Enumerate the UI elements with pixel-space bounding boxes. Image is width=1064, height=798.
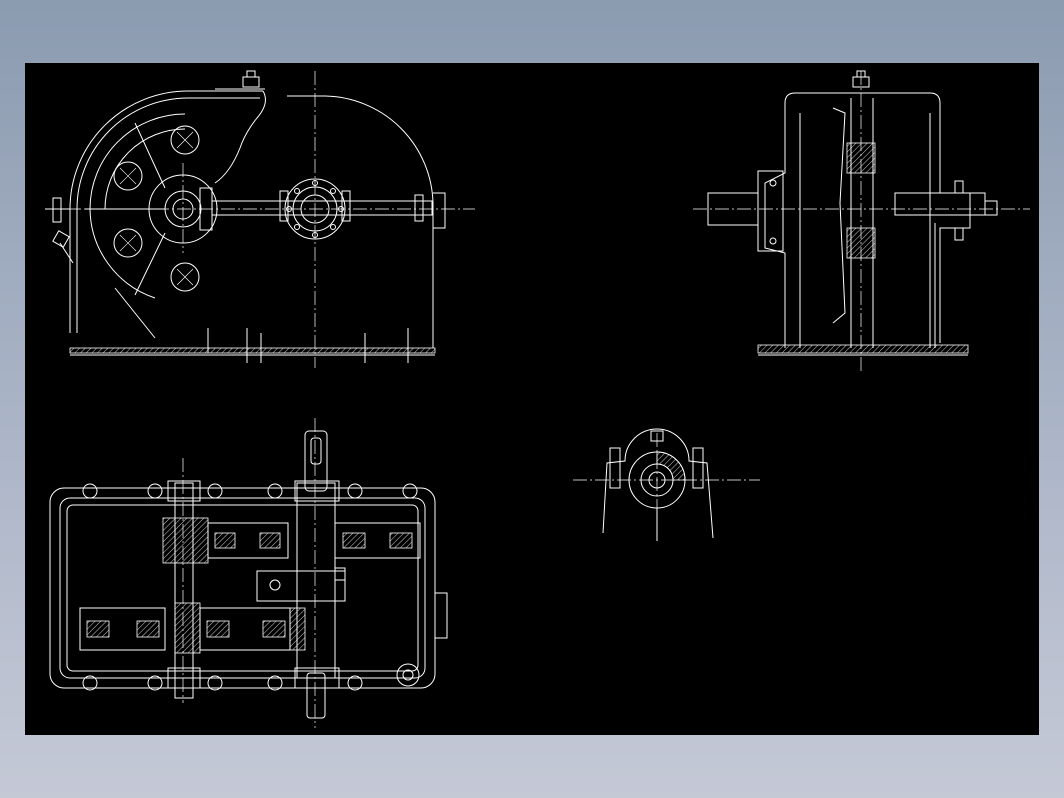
side-base-hatch xyxy=(757,344,969,354)
gear-web-profile xyxy=(832,107,846,324)
plan-view[interactable] xyxy=(49,418,448,728)
pinion-2 xyxy=(174,602,201,654)
bearing-cover-plate xyxy=(256,570,346,602)
detail-bore xyxy=(648,471,666,489)
gear-hub-outer xyxy=(148,174,218,244)
rib-line xyxy=(114,287,156,339)
foundation-bolt-hole xyxy=(396,663,420,687)
gear-rim-inner xyxy=(104,128,186,210)
housing-arc-right xyxy=(287,95,434,233)
output-shaft xyxy=(894,192,986,216)
gear-spoke-bottom xyxy=(134,232,166,296)
gear-bore xyxy=(172,198,194,220)
bearing-cover-left xyxy=(757,170,784,252)
side-view[interactable] xyxy=(693,70,1030,373)
gear-rim-outer xyxy=(89,113,186,210)
break-line xyxy=(214,90,266,184)
base-plate-hatch xyxy=(69,347,436,354)
gear-spoke-top xyxy=(134,122,166,189)
plan-housing-cavity xyxy=(66,504,419,672)
detail-bolt-left xyxy=(609,447,621,489)
gear-rim-lower xyxy=(89,208,156,299)
cad-drawing-canvas xyxy=(45,70,1030,728)
input-shaft-body xyxy=(174,482,194,699)
side-housing-outline xyxy=(784,92,971,343)
vent-plug xyxy=(242,76,260,88)
gear-hole-1 xyxy=(113,161,143,191)
drawing-sheet[interactable] xyxy=(25,63,1039,735)
gear-3 xyxy=(79,607,166,651)
gear-hole-3 xyxy=(170,125,200,155)
plan-housing-outer xyxy=(49,487,436,689)
gear-1 xyxy=(207,522,289,559)
gear-2 xyxy=(334,522,421,559)
bearing-flange-outer xyxy=(284,178,346,240)
output-shaft-bottom xyxy=(306,672,326,719)
housing-outer-arc-left xyxy=(69,90,263,333)
gear-section-upper xyxy=(846,142,876,174)
detail-bolt-right xyxy=(692,447,704,489)
flange-end-right xyxy=(433,192,446,229)
detail-vent xyxy=(650,430,664,442)
housing-inner-arc-left xyxy=(76,97,260,333)
bearing-bore xyxy=(300,194,330,224)
gear-hole-4 xyxy=(170,262,200,292)
gear-hub-mid xyxy=(164,190,202,228)
detail-bearing-hatch xyxy=(656,451,686,481)
bearing-housing-outline xyxy=(602,428,714,539)
pinion-1 xyxy=(162,517,209,564)
output-shaft-top xyxy=(304,430,328,492)
side-housing-left xyxy=(764,103,786,348)
oil-drain-plug xyxy=(435,592,448,639)
split-flange xyxy=(211,200,433,216)
front-view[interactable] xyxy=(45,70,475,368)
detail-view[interactable] xyxy=(573,428,760,543)
gear-section-lower xyxy=(846,227,876,259)
gear-hole-2 xyxy=(113,228,143,258)
plan-housing-inner xyxy=(59,497,426,679)
bearing-flange-inner xyxy=(292,186,338,232)
